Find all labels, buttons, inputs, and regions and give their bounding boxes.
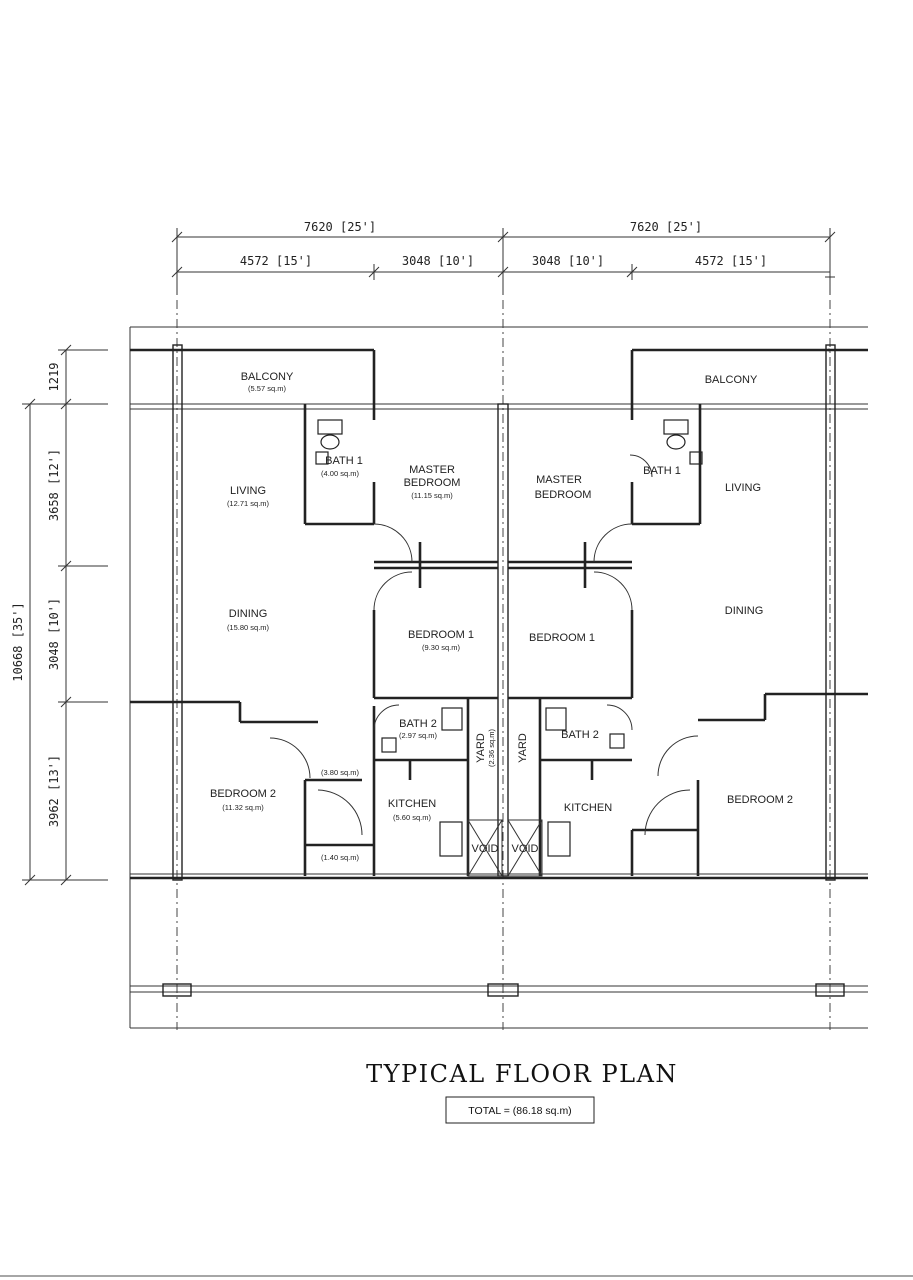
left-kitchen-label: KITCHEN [388, 798, 436, 810]
right-dining-label: DINING [725, 605, 764, 617]
total-area-box [445, 1096, 595, 1124]
right-yard-label: YARD [517, 733, 529, 763]
dim-top-seg-1: 4572 [15'] [240, 254, 312, 268]
left-bedroom2-label: BEDROOM 2 [210, 788, 276, 800]
right-bath1-label: BATH 1 [643, 465, 681, 477]
left-bedroom2-area: (11.32 sq.m) [222, 803, 264, 812]
dim-left-seg-1: 1219 [47, 363, 61, 392]
left-bedroom1-label: BEDROOM 1 [408, 629, 474, 641]
dim-top-left-total: 7620 [25'] [304, 220, 376, 234]
right-living-label: LIVING [725, 482, 761, 494]
left-dining-area: (15.80 sq.m) [227, 623, 270, 632]
right-master-bedroom-label-2: BEDROOM [535, 489, 592, 501]
left-dimension-lines [22, 344, 108, 886]
left-bath1-label: BATH 1 [325, 455, 363, 467]
left-master-bedroom-label-2: BEDROOM [404, 477, 461, 489]
dim-top-right-total: 7620 [25'] [630, 220, 702, 234]
right-balcony-label: BALCONY [705, 374, 758, 386]
left-void-label: VOID [472, 843, 499, 855]
drawing-frame [129, 326, 868, 1029]
dim-left-seg-3: 3048 [10'] [47, 598, 61, 670]
dim-top-seg-3: 3048 [10'] [532, 254, 604, 268]
dim-left-seg-4: 3962 [13'] [47, 755, 61, 827]
plan-title: TYPICAL FLOOR PLAN [366, 1060, 678, 1088]
left-balcony-label: BALCONY [241, 371, 294, 383]
dim-left-total: 10668 [35'] [11, 602, 25, 681]
right-bath2-label: BATH 2 [561, 729, 599, 741]
dim-top-seg-2: 3048 [10'] [402, 254, 474, 268]
top-dimension-lines [171, 228, 836, 295]
left-utility-area: (1.40 sq.m) [321, 853, 359, 862]
left-kitchen-area: (5.60 sq.m) [393, 813, 431, 822]
left-store-area: (3.80 sq.m) [321, 768, 359, 777]
sanitary-fixtures [315, 419, 703, 857]
left-bath1-area: (4.00 sq.m) [321, 469, 359, 478]
right-bedroom1-label: BEDROOM 1 [529, 632, 595, 644]
right-master-bedroom-label-1: MASTER [536, 474, 582, 486]
structural-grid-lines [176, 300, 831, 1030]
left-bath2-area: (2.97 sq.m) [399, 731, 437, 740]
dim-top-seg-4: 4572 [15'] [695, 254, 767, 268]
left-bath2-label: BATH 2 [399, 718, 437, 730]
total-area-label: TOTAL = (86.18 sq.m) [468, 1105, 571, 1117]
dim-left-seg-2: 3658 [12'] [47, 449, 61, 521]
left-bedroom1-area: (9.30 sq.m) [422, 643, 460, 652]
left-master-bedroom-label-1: MASTER [409, 464, 455, 476]
walls [130, 344, 868, 997]
door-swings [269, 454, 699, 836]
right-bedroom2-label: BEDROOM 2 [727, 794, 793, 806]
left-balcony-area: (5.57 sq.m) [248, 384, 286, 393]
right-void-label: VOID [512, 843, 539, 855]
left-yard-label: YARD [475, 733, 487, 763]
left-living-label: LIVING [230, 485, 266, 497]
left-master-bedroom-area: (11.15 sq.m) [411, 491, 453, 500]
right-kitchen-label: KITCHEN [564, 802, 612, 814]
left-yard-area: (2.36 sq.m) [487, 729, 496, 767]
left-living-area: (12.71 sq.m) [227, 499, 270, 508]
left-dining-label: DINING [229, 608, 268, 620]
